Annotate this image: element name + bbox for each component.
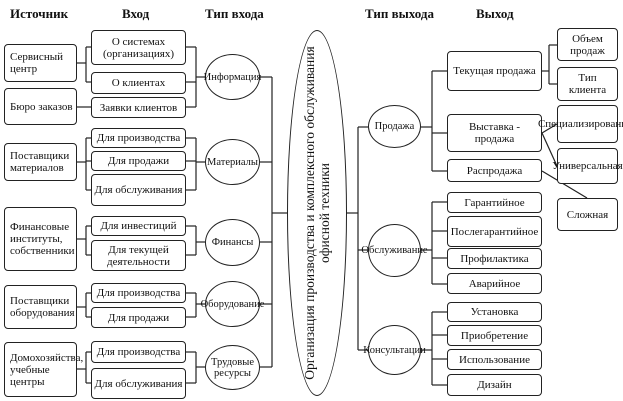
source-order-bureau: Бюро заказов xyxy=(4,88,77,125)
input-about-systems: О системах (организациях) xyxy=(91,30,186,65)
source-service-center: Сервисный центр xyxy=(4,44,77,82)
input-type-materials: Материалы xyxy=(205,139,260,185)
input-type-finance: Финансы xyxy=(205,219,260,266)
source-households: Домохозяйства, учебные центры xyxy=(4,342,83,397)
central-process-label: Организация производства и комплексного … xyxy=(302,46,332,380)
header-input-type: Тип входа xyxy=(205,6,264,21)
input-for-production-1: Для производства xyxy=(91,128,186,148)
subtype-universal: Универсальная xyxy=(552,148,623,184)
input-type-labor: Трудовые ресурсы xyxy=(205,345,260,390)
input-for-current-activity: Для текущей деятельности xyxy=(91,240,186,271)
output-acquisition: Приобретение xyxy=(447,325,542,346)
output-emergency: Аварийное xyxy=(447,273,542,294)
input-client-requests: Заявки клиентов xyxy=(91,97,186,118)
source-equipment-suppliers: Поставщики оборудования xyxy=(4,285,77,329)
output-warranty: Гарантийное xyxy=(447,192,542,213)
header-output-type: Тип выхода xyxy=(365,6,434,21)
header-input: Вход xyxy=(122,6,150,21)
input-for-production-3: Для производства xyxy=(91,341,186,363)
source-material-suppliers: Поставщики материалов xyxy=(4,143,77,181)
output-post-warranty: Послегарантийное xyxy=(447,216,542,247)
input-type-information: Информация xyxy=(204,54,261,100)
output-usage: Использование xyxy=(447,349,542,370)
input-for-production-2: Для производства xyxy=(91,283,186,303)
subtype-sales-volume: Объем продаж xyxy=(557,28,618,61)
output-current-sale: Текущая продажа xyxy=(447,51,542,91)
output-type-service: Обслуживание xyxy=(361,224,428,277)
source-financial-institutions: Финансовые институты, собственники xyxy=(4,207,77,271)
output-installation: Установка xyxy=(447,302,542,322)
output-clearance-sale: Распродажа xyxy=(447,159,542,182)
subtype-specialized: Специализированная xyxy=(538,105,623,143)
output-design: Дизайн xyxy=(447,374,542,396)
subtype-complex: Сложная xyxy=(557,198,618,231)
input-for-sale-1: Для продажи xyxy=(91,151,186,171)
subtype-client-type: Тип клиента xyxy=(557,67,618,101)
input-for-service-2: Для обслуживания xyxy=(91,368,186,399)
input-for-service-1: Для обслуживания xyxy=(91,174,186,206)
central-process-oval xyxy=(287,30,347,396)
connector-line xyxy=(541,170,588,199)
output-prevention: Профилактика xyxy=(447,248,542,269)
header-source: Источник xyxy=(10,6,69,21)
header-output: Выход xyxy=(476,6,514,21)
output-exhibition-sale: Выставка - продажа xyxy=(447,114,542,152)
input-about-clients: О клиентах xyxy=(91,72,186,94)
output-type-consulting: Консультации xyxy=(363,325,426,375)
connector-line xyxy=(541,123,558,134)
output-type-sale: Продажа xyxy=(368,105,421,148)
input-type-equipment: Оборудование xyxy=(201,281,264,327)
connector-line xyxy=(541,132,558,167)
input-for-sale-2: Для продажи xyxy=(91,307,186,328)
input-for-investment: Для инвестиций xyxy=(91,216,186,236)
